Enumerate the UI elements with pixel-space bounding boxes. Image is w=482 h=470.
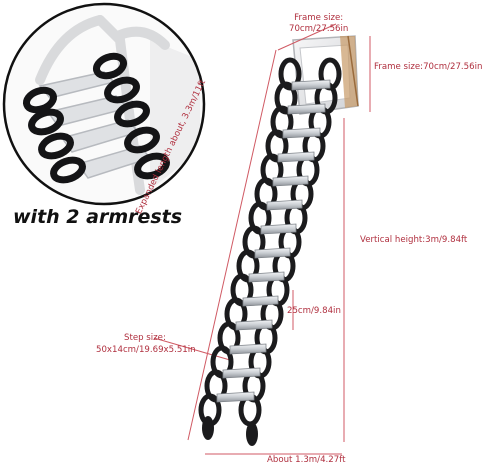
inset-caption: with 2 armrests (13, 206, 183, 228)
step-size-dimensions: 50x14cm/19.69x5.51in (96, 345, 196, 355)
step-size-title: Step size: (124, 333, 166, 343)
ladder-illustration (2, 2, 371, 455)
step-spacing-label: 25cm/9.84in (287, 306, 341, 316)
inset-closeup (2, 2, 206, 206)
ceiling-frame (292, 35, 359, 115)
ladder-treads (216, 79, 331, 403)
frame-size-right-label: Frame size:70cm/27.56in (374, 62, 482, 72)
ladder-feet (202, 416, 258, 446)
ladder (198, 57, 342, 446)
ladder-rails (198, 57, 342, 427)
bottom-width-label: About 1.3m/4.27ft (267, 455, 346, 465)
dimension-lines (153, 23, 371, 455)
frame-size-top-line2: 70cm/27.56in (289, 24, 349, 34)
product-image (2, 2, 371, 455)
frame-size-top-line1: Frame size: (294, 13, 344, 23)
vertical-height-label: Vertical height:3m/9.84ft (360, 235, 468, 245)
frame-size-top-label: Frame size: 70cm/27.56in (289, 13, 348, 35)
